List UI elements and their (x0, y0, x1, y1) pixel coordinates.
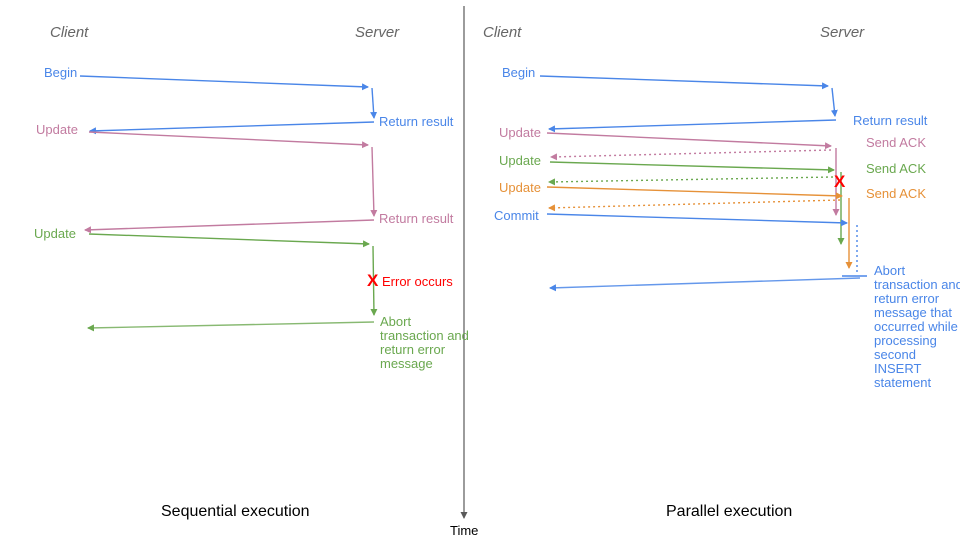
right-send-ack-3-dotted-arrow (548, 199, 841, 212)
left-begin-processing-line (370, 87, 378, 119)
right-return-result-label: Return result (853, 113, 928, 128)
right-update-2-label: Update (499, 153, 541, 168)
left-update-2-request-arrow (88, 233, 370, 248)
right-update-1-request-arrow (546, 132, 832, 150)
left-return-result-2-label: Return result (379, 211, 454, 226)
left-abort-return-arrow (87, 321, 375, 332)
right-begin-request-arrow (539, 75, 829, 90)
right-begin-processing-line (830, 87, 838, 117)
left-return-result-2-arrow (84, 219, 375, 234)
right-abort-return-arrow (549, 277, 861, 292)
left-update-1-label: Update (36, 122, 78, 137)
time-axis-label: Time (450, 523, 479, 538)
left-client-header: Client (50, 24, 89, 41)
right-caption: Parallel execution (666, 503, 793, 520)
left-update-1-processing-line (370, 146, 378, 217)
left-return-result-1-label: Return result (379, 114, 454, 129)
right-send-ack-3-label: Send ACK (866, 186, 926, 201)
right-error-x-icon: X (834, 172, 846, 191)
right-send-ack-2-label: Send ACK (866, 161, 926, 176)
right-client-header: Client (483, 24, 522, 41)
left-begin-label: Begin (44, 65, 78, 80)
left-update-2-processing-line (370, 245, 378, 316)
right-update-3-request-arrow (546, 186, 843, 200)
right-send-ack-1-label: Send ACK (866, 135, 926, 150)
right-send-ack-2-dotted-arrow (548, 176, 834, 186)
left-abort-message: Abort transaction and return error messa… (380, 314, 469, 371)
left-return-result-1-arrow (89, 121, 375, 135)
right-commit-request-arrow (546, 213, 848, 227)
right-update-2-request-arrow (549, 161, 835, 174)
left-error-occurs-label: Error occurs (382, 274, 453, 289)
left-update-2-label: Update (34, 226, 76, 241)
left-server-header: Server (355, 24, 400, 41)
right-commit-label: Commit (494, 208, 539, 223)
right-server-header: Server (820, 24, 865, 41)
left-begin-request-arrow (79, 75, 369, 91)
right-update-3-label: Update (499, 180, 541, 195)
right-abort-message: Abort transaction and return error messa… (874, 263, 960, 390)
right-begin-label: Begin (502, 65, 536, 80)
right-update-1-label: Update (499, 125, 541, 140)
left-update-1-request-arrow (88, 131, 369, 149)
left-caption: Sequential execution (161, 503, 310, 520)
left-error-x-icon: X (367, 271, 379, 290)
right-return-result-arrow (548, 119, 837, 133)
right-send-ack-1-dotted-arrow (550, 149, 832, 161)
